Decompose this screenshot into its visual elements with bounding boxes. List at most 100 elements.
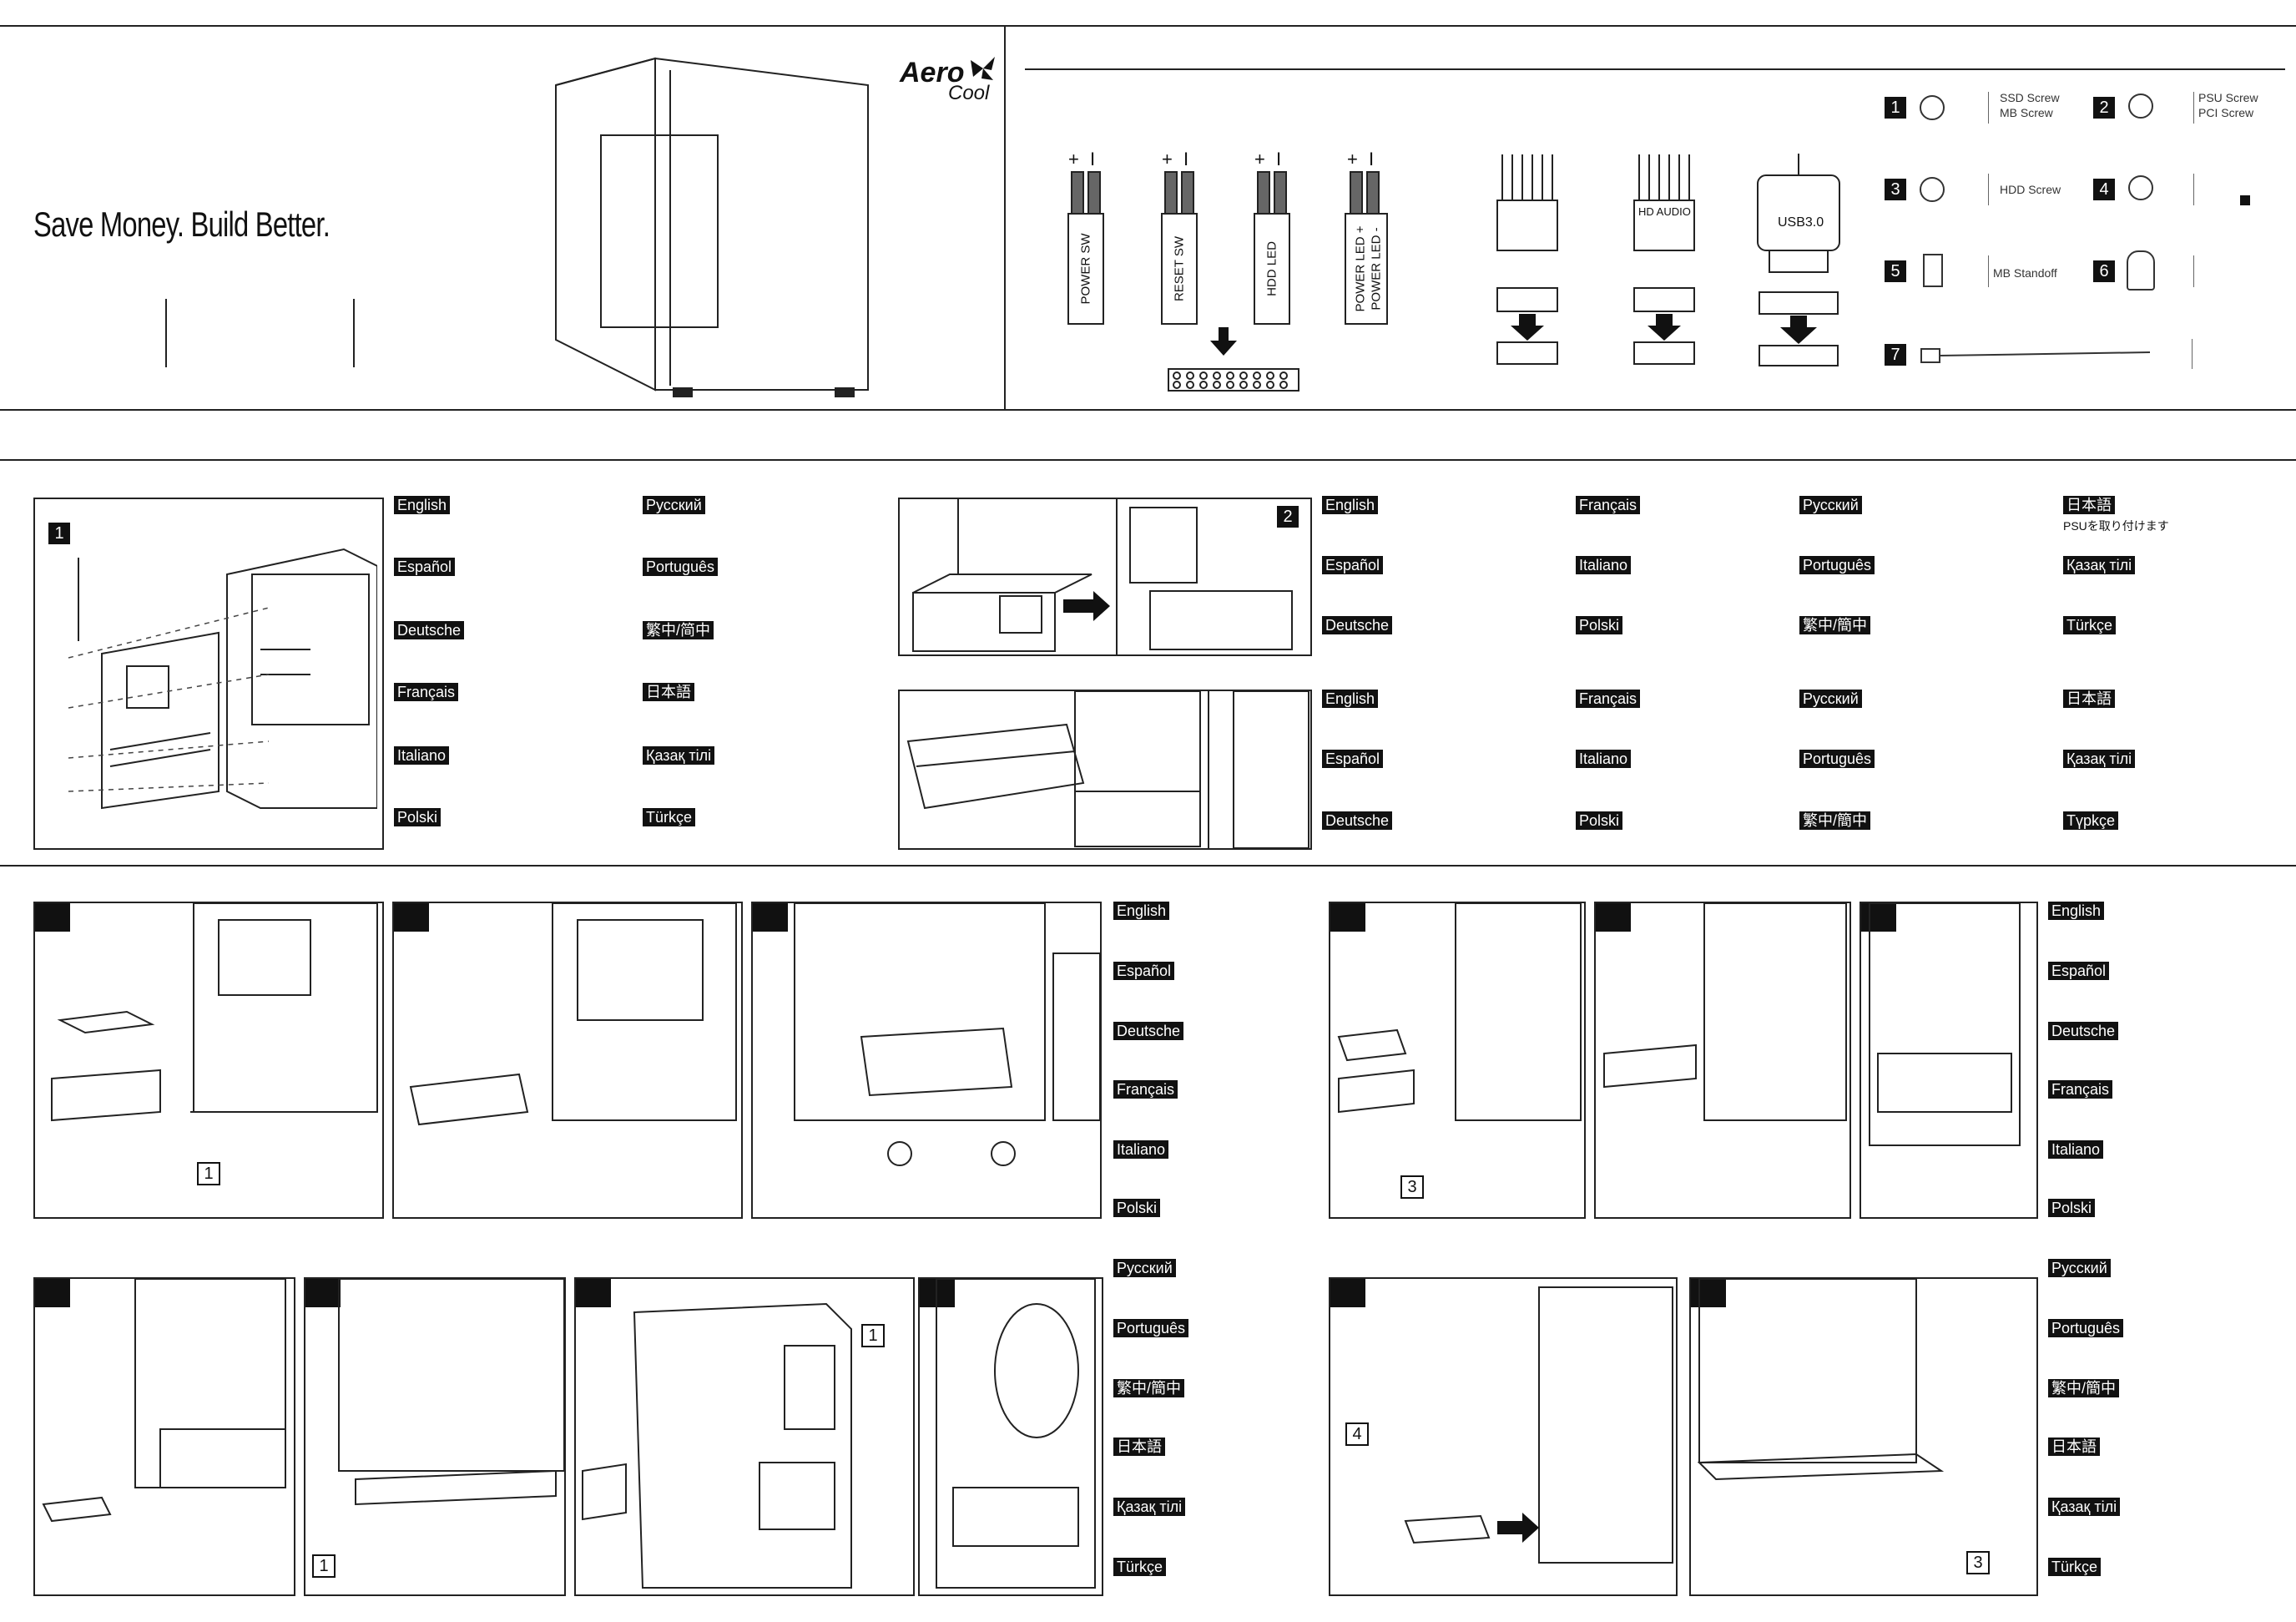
language-label: English — [1322, 496, 1379, 514]
standoff-icon — [1923, 254, 1943, 287]
language-label: Português — [643, 558, 719, 576]
header-divider — [1004, 25, 1006, 409]
power-led-connector: POWER LED + POWER LED - — [1345, 213, 1388, 325]
power-sw-connector: POWER SW — [1067, 213, 1104, 325]
hdd-tray-mounted-illustration — [1603, 903, 1847, 1121]
gpu-illustration — [906, 691, 1309, 848]
language-label: Polski — [1576, 811, 1623, 830]
accessory-label: PCI Screw — [2198, 106, 2254, 119]
language-label: Français — [1113, 1080, 1178, 1099]
ssd-bracket-illustration — [51, 903, 378, 1122]
usb2-connector-illustration — [1496, 154, 1558, 365]
psu-illustration — [912, 499, 1293, 654]
language-label: Español — [2048, 962, 2110, 980]
language-label: Қазақ тілі — [643, 746, 715, 765]
hdd-cage-final-illustration — [1869, 903, 2021, 1146]
language-label: Русский — [1113, 1259, 1176, 1277]
step-panel — [33, 1277, 295, 1596]
callout-number: 3 — [1400, 1175, 1424, 1199]
step-panel: 1 — [304, 1277, 566, 1596]
language-label: Português — [2048, 1319, 2124, 1337]
polarity-minus: I — [1183, 149, 1189, 169]
callout-number: 4 — [1345, 1422, 1369, 1446]
language-label: Italiano — [1576, 556, 1632, 574]
tagline-tick-left — [165, 299, 167, 367]
language-label: 日本語 — [2063, 690, 2115, 708]
language-label: 繁中/簡中 — [1799, 616, 1871, 634]
tagline-tick-right — [353, 299, 355, 367]
callout-number: 1 — [312, 1554, 336, 1578]
language-label: Русский — [1799, 496, 1862, 514]
language-label: 繁中/簡中 — [1113, 1379, 1185, 1397]
accessories-rule — [1885, 68, 2285, 70]
hdd-cage-illustration — [794, 903, 1100, 1166]
callout-number: 1 — [861, 1324, 885, 1347]
cable-tie-icon — [1920, 348, 2151, 363]
connectors-rule — [1025, 68, 1885, 70]
language-label: Қазақ тілі — [1113, 1498, 1186, 1516]
hd-audio-label: HD AUDIO — [1638, 205, 1691, 218]
language-label: Español — [1113, 962, 1175, 980]
tagline: Save Money. Build Better. — [33, 205, 331, 244]
step-panel: 1 — [33, 902, 384, 1219]
standoff-socket-icon — [2127, 250, 2155, 291]
hdd-led-connector: HDD LED — [1254, 213, 1290, 325]
psu-install-panel: 2 — [898, 498, 1312, 656]
language-label: 繁中/简中 — [643, 621, 714, 639]
aerocool-logo: Aero Cool — [900, 57, 1000, 107]
step-panel — [751, 902, 1102, 1219]
language-label: Қазақ тілі — [2048, 1498, 2121, 1516]
polarity-plus: + — [1254, 149, 1265, 169]
step-panel: 3 — [1689, 1277, 2038, 1596]
motherboard-install-panel: 1 — [33, 498, 384, 850]
accessory-label: MB Standoff — [1993, 266, 2057, 280]
language-label: Türkçe — [2063, 616, 2117, 634]
usb3-connector-illustration — [1757, 154, 1840, 366]
accessory-label: SSD Screw — [2000, 91, 2060, 104]
language-label: Português — [1113, 1319, 1189, 1337]
language-label: English — [1113, 902, 1170, 920]
language-label: Polski — [2048, 1199, 2096, 1217]
polarity-minus: I — [1090, 149, 1096, 169]
bottom-hdd-illustration — [1404, 1286, 1673, 1564]
language-label: Français — [1576, 690, 1641, 708]
accessory-label: PSU Screw — [2198, 91, 2258, 104]
header-bottom-rule — [0, 409, 2296, 411]
ssd-mounted-illustration — [409, 903, 737, 1126]
language-label: Deutsche — [2048, 1022, 2119, 1040]
language-label: Polski — [394, 808, 442, 826]
screw-icon — [1920, 177, 1945, 202]
language-label: Deutsche — [1322, 616, 1393, 634]
bottom-hdd-mounted-illustration — [1697, 1279, 1945, 1481]
language-label: Italiano — [2048, 1140, 2104, 1159]
language-label: Deutsche — [394, 621, 465, 639]
language-label: Қазақ тілі — [2063, 556, 2136, 574]
language-label: 日本語 — [2048, 1438, 2100, 1456]
language-label: Deutsche — [1113, 1022, 1184, 1040]
drive-slide-illustration — [42, 1279, 286, 1523]
language-label: Español — [1322, 750, 1384, 768]
accessory-number: 2 — [2093, 97, 2115, 119]
accessory-number: 3 — [1885, 179, 1906, 200]
language-label: Türkçe — [2048, 1558, 2102, 1576]
language-label: English — [2048, 902, 2105, 920]
down-arrow-icon — [1210, 327, 1237, 356]
language-label: 日本語 — [2063, 496, 2115, 514]
language-label: Русский — [643, 496, 705, 514]
language-label: English — [394, 496, 451, 514]
step-panel — [1860, 902, 2038, 1219]
language-label: Түрkçe — [2063, 811, 2119, 830]
polarity-minus: I — [1276, 149, 1282, 169]
section-rule — [0, 459, 2296, 461]
logo-text-main: Aero — [900, 57, 965, 88]
language-label: Italiano — [1576, 750, 1632, 768]
accessory-number: 4 — [2093, 179, 2115, 200]
reset-sw-connector: RESET SW — [1161, 213, 1198, 325]
polarity-plus: + — [1068, 149, 1079, 169]
polarity-plus: + — [1347, 149, 1358, 169]
step-panel — [392, 902, 743, 1219]
language-label: Deutsche — [1322, 811, 1393, 830]
step-panel: 3 — [1329, 902, 1586, 1219]
step-panel: 4 — [1329, 1277, 1678, 1596]
language-label: 繁中/簡中 — [2048, 1379, 2120, 1397]
